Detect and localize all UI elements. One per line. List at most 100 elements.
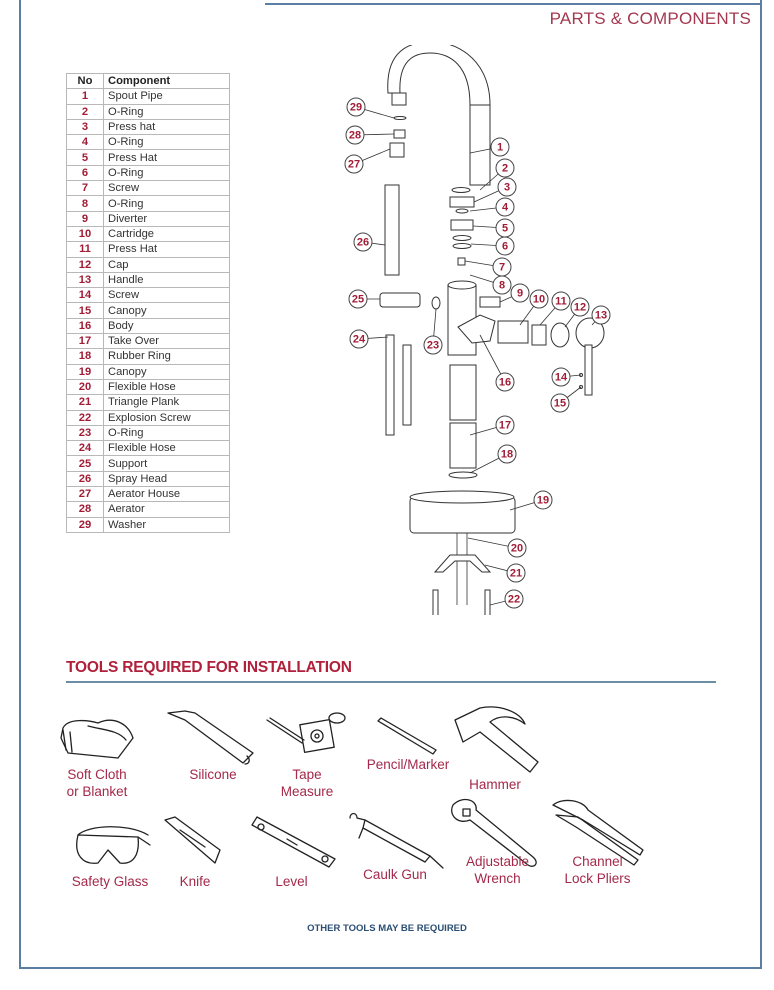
part-name: Flexible Hose (103, 378, 230, 396)
callout-11: 11 (551, 291, 571, 311)
callout-20: 20 (507, 538, 527, 558)
diverter-part (479, 296, 501, 308)
callout-number: 29 (350, 102, 362, 114)
o-ring-part (452, 235, 472, 241)
explosion-screw-part (432, 589, 439, 615)
callout-number: 2 (502, 163, 508, 175)
callout-number: 21 (510, 568, 522, 580)
callout-6: 6 (495, 236, 515, 256)
part-number: 11 (66, 241, 104, 258)
rubber-ring-part (448, 471, 478, 479)
tool-item: Level (244, 815, 339, 890)
callout-10: 10 (529, 289, 549, 309)
callout-3: 3 (497, 177, 517, 197)
tool-item: Safety Glass (60, 815, 160, 890)
level-icon (244, 815, 339, 873)
part-name: O-Ring (103, 103, 230, 120)
utility-knife-icon (155, 815, 235, 873)
callout-17: 17 (495, 415, 515, 435)
callout-15: 15 (550, 393, 570, 413)
column-header-component: Component (103, 72, 230, 90)
part-name: O-Ring (103, 164, 230, 182)
callout-number: 18 (501, 449, 513, 461)
part-name: Spray Head (103, 470, 230, 488)
triangle-plank-part (433, 554, 492, 573)
tool-item: Silicone (158, 708, 268, 783)
part-name: Canopy (103, 363, 230, 380)
tape-measure-icon (262, 708, 352, 766)
callout-circle (495, 236, 515, 256)
adjustable-wrench-icon (440, 795, 555, 867)
tool-item: Caulk Gun (340, 808, 450, 883)
part-name: Diverter (103, 210, 230, 227)
flexible-hose-part (402, 344, 412, 426)
callout-19: 19 (533, 490, 553, 510)
callout-circle (495, 197, 515, 217)
washer-part (393, 116, 407, 120)
callout-12: 12 (570, 297, 590, 317)
callout-number: 26 (357, 237, 369, 249)
callout-number: 20 (511, 543, 523, 555)
part-name: Canopy (103, 302, 230, 319)
tools-section-divider (66, 681, 716, 683)
callout-24: 24 (349, 329, 369, 349)
part-number: 27 (66, 486, 104, 503)
o-ring-part (451, 187, 471, 193)
support-part (379, 292, 421, 308)
canopy-base-top (409, 490, 515, 504)
callout-29: 29 (346, 97, 366, 117)
tool-label: Pencil/Marker (366, 757, 450, 772)
part-name: O-Ring (103, 424, 230, 442)
part-name: Cartridge (103, 225, 230, 243)
part-name: Press hat (103, 118, 230, 136)
callout-7: 7 (492, 257, 512, 277)
part-name: Spout Pipe (103, 88, 230, 105)
callout-number: 9 (517, 288, 523, 300)
callout-14: 14 (551, 367, 571, 387)
take-over-part (449, 364, 477, 421)
callout-circle (423, 335, 443, 355)
callout-number: 24 (353, 334, 366, 346)
page-frame-right (760, 0, 762, 969)
tool-label: Tape Measure (280, 767, 334, 799)
part-name: Cap (103, 256, 230, 273)
aerator-part (393, 129, 406, 139)
callout-circle (529, 289, 549, 309)
part-name: O-Ring (103, 195, 230, 212)
callout-16: 16 (495, 372, 515, 392)
tool-label: Caulk Gun (363, 867, 427, 882)
tool-label: Level (275, 874, 308, 889)
page-frame-left (19, 0, 21, 969)
tool-label: Soft Cloth or Blanket (66, 767, 128, 799)
explosion-screw-part (484, 589, 491, 615)
callout-number: 17 (499, 420, 511, 432)
callout-number: 4 (502, 202, 509, 214)
body-top (447, 280, 477, 290)
part-name: Take Over (103, 333, 230, 350)
part-number: 4 (66, 134, 104, 151)
tool-label: Knife (179, 874, 211, 889)
part-number: 7 (66, 180, 104, 197)
callout-number: 22 (508, 594, 520, 606)
flexible-hose-part (385, 334, 395, 436)
callout-number: 10 (533, 294, 545, 306)
callout-number: 13 (595, 310, 607, 322)
press-hat-part (531, 324, 547, 346)
callout-4: 4 (495, 197, 515, 217)
callout-number: 27 (348, 159, 360, 171)
tool-item: Adjustable Wrench (440, 795, 555, 887)
callout-circle (551, 367, 571, 387)
part-name: Explosion Screw (103, 409, 230, 426)
part-number: 3 (66, 118, 104, 136)
part-number: 23 (66, 424, 104, 442)
